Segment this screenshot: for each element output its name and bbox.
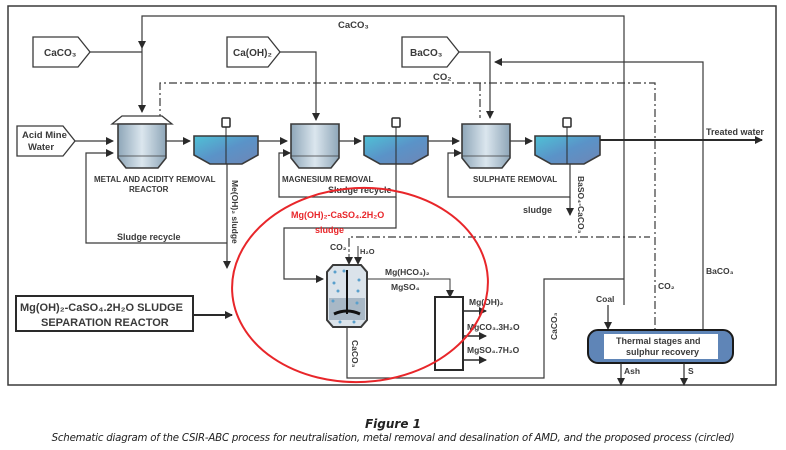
clarifier-2 xyxy=(363,117,429,165)
sludge-recycle-1-label: Sludge recycle xyxy=(117,232,181,242)
caco3-top-label: CaCO₃ xyxy=(338,20,369,31)
svg-text:sludge: sludge xyxy=(315,225,344,235)
svg-text:Mg(OH)₂-CaSO₄.2H₂O SLUDGE: Mg(OH)₂-CaSO₄.2H₂O SLUDGE xyxy=(20,302,183,314)
proposed-process-circle xyxy=(231,186,489,384)
stage-sulphate-removal-label: SULPHATE REMOVAL xyxy=(473,175,557,184)
svg-text:Ca(OH)₂: Ca(OH)₂ xyxy=(233,48,272,59)
svg-text:CaCO₃: CaCO₃ xyxy=(44,48,77,59)
input-caoh2: Ca(OH)₂ xyxy=(226,36,281,68)
coal-label: Coal xyxy=(596,294,614,304)
ash-label: Ash xyxy=(624,366,640,376)
figure-caption: Schematic diagram of the CSIR-ABC proces… xyxy=(51,433,735,444)
sludge-recycle-2-label: Sludge recycle xyxy=(328,185,392,195)
svg-text:SEPARATION REACTOR: SEPARATION REACTOR xyxy=(41,317,169,329)
caco3-vertical-label: CaCO₃ xyxy=(549,312,559,340)
svg-text:Acid Mine: Acid Mine xyxy=(22,130,67,141)
baso4-caco3-label: BaSO₄-CaCO₃ xyxy=(576,176,586,234)
input-baco3: BaCO₃ xyxy=(401,36,460,68)
stage-metal-removal-label: METAL AND ACIDITY REMOVAL xyxy=(94,175,216,184)
output-mgoh2-label: Mg(OH)₂ xyxy=(469,297,504,307)
sulphate-removal-reactor xyxy=(461,123,511,169)
output-mgso4-label: MgSO₄.7H₂O xyxy=(467,345,520,355)
separation-reactor-label-box: Mg(OH)₂-CaSO₄.2H₂O SLUDGE SEPARATION REA… xyxy=(15,295,194,332)
mgso4-label: MgSO₄ xyxy=(391,282,420,292)
clarifier-1 xyxy=(193,117,259,165)
svg-text:sulphur recovery: sulphur recovery xyxy=(626,347,699,357)
thermal-stages-box: Thermal stages and sulphur recovery xyxy=(587,329,734,364)
output-mgco3-label: MgCO₃.3H₂O xyxy=(467,322,520,332)
separation-reactor xyxy=(326,264,368,328)
baco3-right-label: BaCO₃ xyxy=(706,266,734,276)
crystallizer xyxy=(434,296,464,371)
svg-text:BaCO₃: BaCO₃ xyxy=(410,48,443,59)
stage-magnesium-removal-label: MAGNESIUM REMOVAL xyxy=(282,175,374,184)
mgoh2-caso4-sludge-label: Mg(OH)₂-CaSO₄.2H₂O xyxy=(291,210,384,220)
input-acid-mine-water: Acid Mine Water xyxy=(16,125,76,157)
co2-proposed-label: CO₂ xyxy=(330,242,347,252)
input-caco3: CaCO₃ xyxy=(32,36,91,68)
svg-text:Water: Water xyxy=(28,142,54,153)
magnesium-removal-reactor xyxy=(290,123,340,169)
co2-right-label: CO₂ xyxy=(658,281,675,291)
figure-title: Figure 1 xyxy=(364,417,422,431)
treated-water-label: Treated water xyxy=(706,127,765,137)
sludge-label: sludge xyxy=(523,205,552,215)
meoh2-sludge-label: Me(OH)₂ sludge xyxy=(230,180,240,244)
sulphur-label: S xyxy=(688,366,694,376)
mg-hco3-label: Mg(HCO₃)₂ xyxy=(385,267,430,277)
co2-top-label: CO₂ xyxy=(433,72,451,83)
svg-text:REACTOR: REACTOR xyxy=(129,185,169,194)
caco3-recycle-line xyxy=(138,15,625,305)
caco3-out-label: CaCO₃ xyxy=(350,340,360,368)
metal-acidity-reactor xyxy=(110,115,174,169)
clarifier-3 xyxy=(534,117,601,165)
h2o-label: H₂O xyxy=(360,247,375,256)
svg-text:Thermal stages and: Thermal stages and xyxy=(616,336,701,346)
